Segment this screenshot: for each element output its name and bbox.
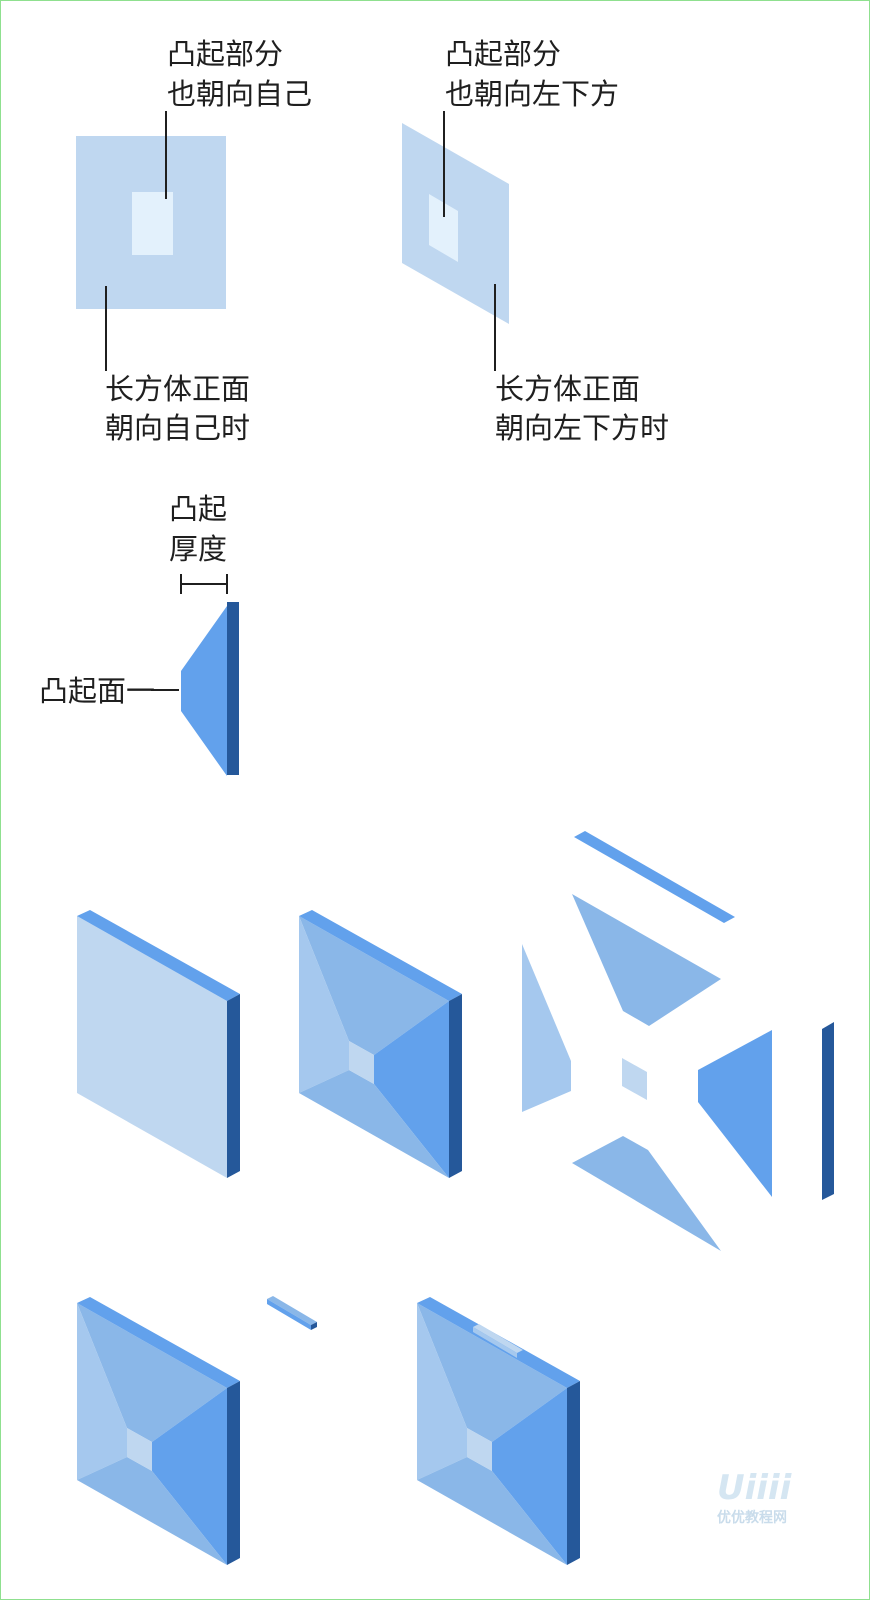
board-edge (227, 602, 239, 775)
label-bump-right-1: 凸起部分 (445, 37, 561, 71)
plain-board (77, 910, 240, 1178)
watermark-logo: Uiiii (717, 1468, 793, 1508)
label-face-right-2: 朝向左下方时 (495, 411, 669, 445)
label-face-right-1: 长方体正面 (495, 372, 640, 406)
bump-profile (181, 606, 227, 776)
watermark-site: 优优教程网 (717, 1509, 787, 1526)
label-thickness-2: 厚度 (169, 532, 227, 566)
label-bump-right-2: 也朝向左下方 (445, 77, 619, 111)
front-square-bump (132, 192, 173, 255)
pyramid-board-bottom-left (77, 1297, 240, 1565)
label-bump-left-2: 也朝向自己 (167, 77, 312, 111)
pyramid-board-middle (299, 910, 462, 1178)
skewed-face-bump (429, 194, 458, 262)
label-face-left-1: 长方体正面 (105, 372, 250, 406)
exploded-board (522, 831, 834, 1251)
label-thickness-1: 凸起 (169, 492, 227, 526)
label-bump-face: 凸起面一 (39, 674, 155, 708)
label-bump-left-1: 凸起部分 (167, 37, 283, 71)
pyramid-board-bottom-right (417, 1297, 580, 1565)
small-bar (267, 1296, 317, 1330)
label-face-left-2: 朝向自己时 (105, 411, 250, 445)
thickness-bracket (180, 574, 228, 594)
